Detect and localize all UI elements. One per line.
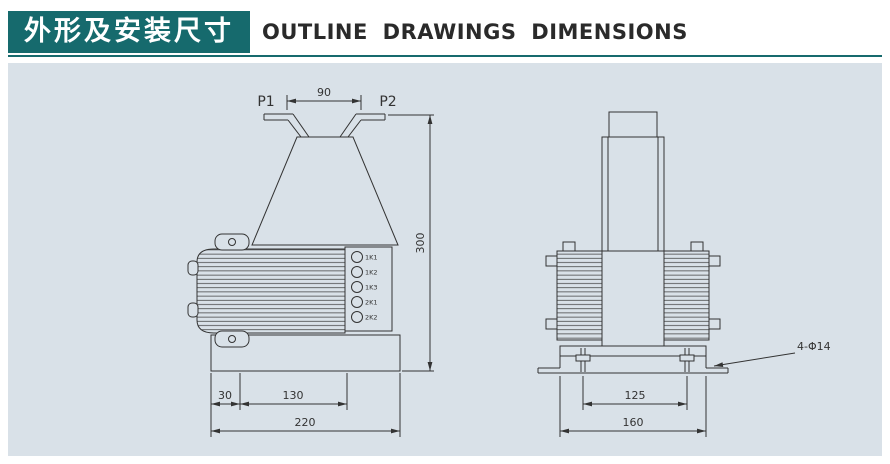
header: 外形及安装尺寸 OUTLINE DRAWINGS DIMENSIONS	[8, 11, 688, 53]
header-rule	[8, 55, 882, 57]
page-title-zh: 外形及安装尺寸	[8, 11, 250, 53]
drawing-panel	[8, 63, 882, 456]
page-title-en: OUTLINE DRAWINGS DIMENSIONS	[262, 20, 688, 44]
